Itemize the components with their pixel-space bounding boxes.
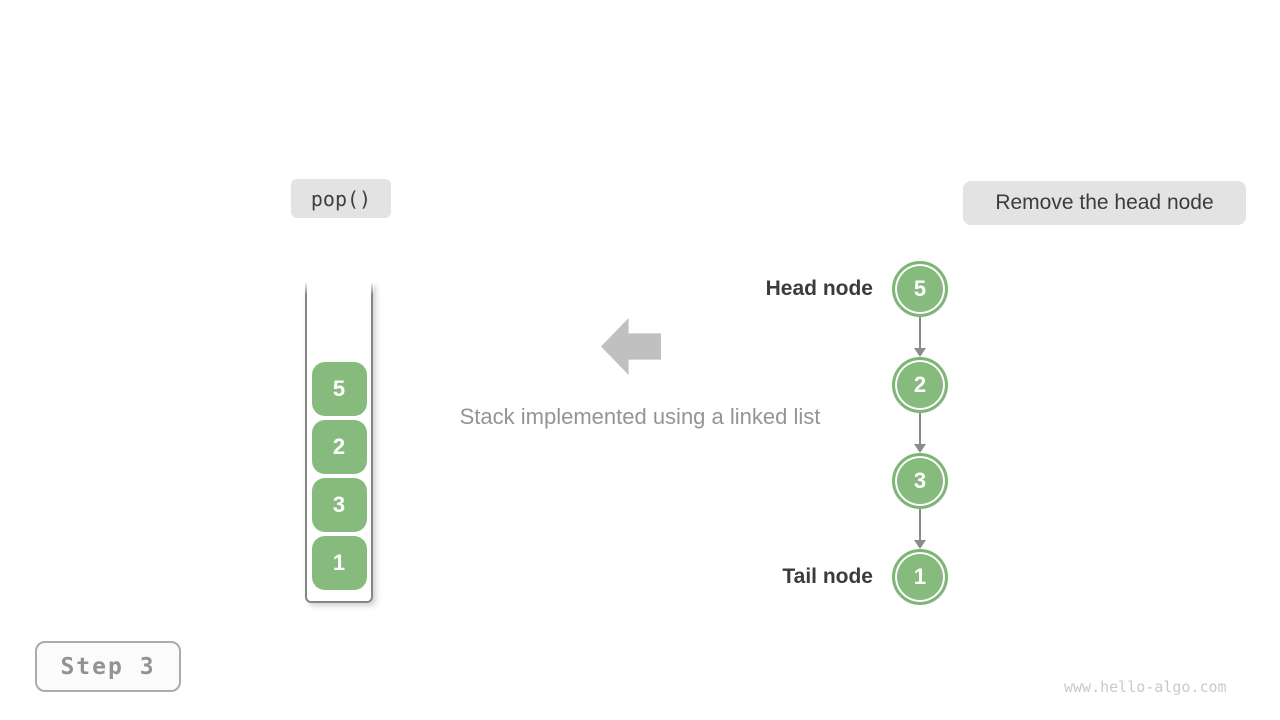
linked-list-node: 3	[892, 453, 948, 509]
watermark-text: www.hello-algo.com	[1064, 678, 1227, 696]
arrow-down-icon	[914, 413, 926, 453]
stack-item: 2	[311, 420, 367, 474]
tail-node-label: Tail node	[782, 565, 873, 588]
linked-list-node: 1	[892, 549, 948, 605]
caption-text: Stack implemented using a linked list	[459, 404, 821, 429]
stack-item: 3	[311, 478, 367, 532]
description-badge: Remove the head node	[963, 181, 1246, 225]
linked-list-node: 2	[892, 357, 948, 413]
arrow-down-icon	[914, 317, 926, 357]
arrow-down-icon	[914, 509, 926, 549]
pop-operation-badge: pop()	[291, 179, 391, 218]
stack-container: 5 2 3 1	[304, 281, 374, 603]
stack-item: 5	[311, 362, 367, 416]
linked-list-node: 5	[892, 261, 948, 317]
stack-item: 1	[311, 536, 367, 590]
head-node-label: Head node	[765, 277, 873, 300]
step-badge: Step 3	[35, 641, 181, 692]
left-block-arrow-icon	[601, 318, 661, 375]
